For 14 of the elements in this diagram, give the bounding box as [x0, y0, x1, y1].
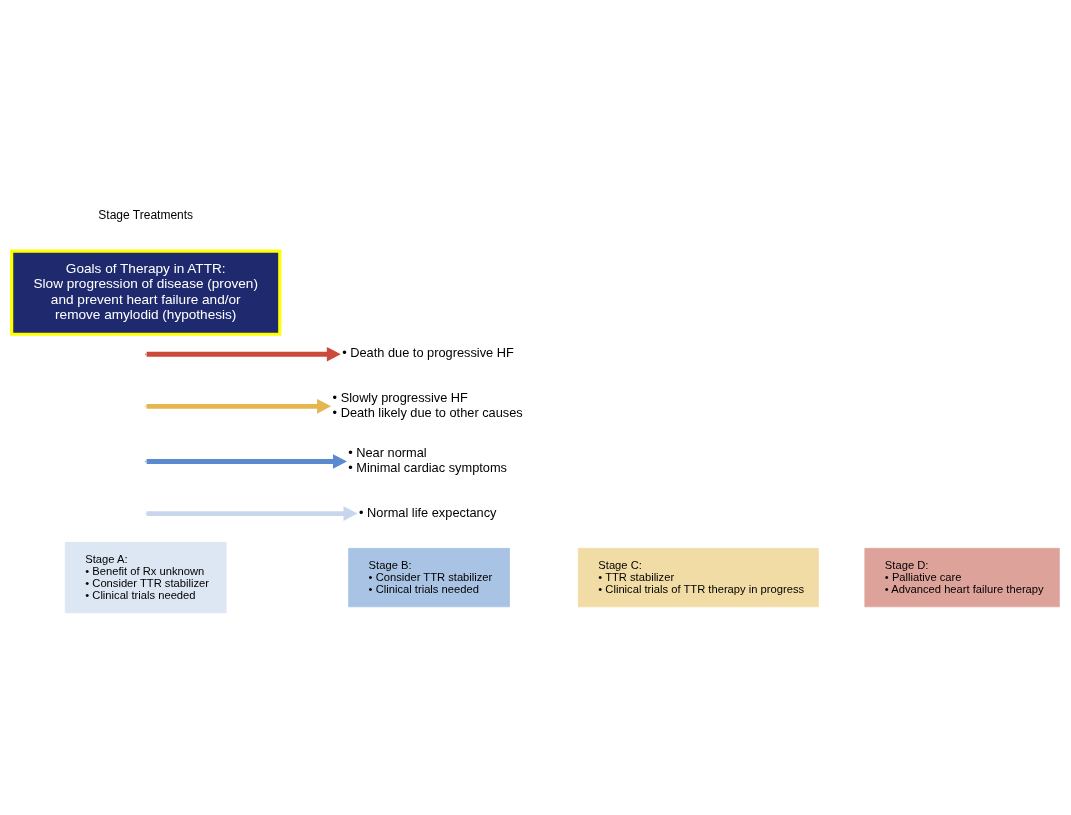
node-box: Goals of Therapy in ATTR: Slow progression of disease (proven) and prevent heart failure and/or remove amylodid (hypothesis)	[10, 249, 282, 336]
arrow	[146, 506, 358, 521]
node-box: Stage C: • TTR stabilizer • Clinical trials of TTR therapy in progress	[577, 547, 819, 608]
node-text: • Normal life expectancy	[359, 504, 497, 520]
node-text: • Death due to progressive HF	[342, 345, 514, 361]
node-text: • Near normal • Minimal cardiac symptoms	[348, 445, 508, 475]
arrow	[146, 454, 347, 469]
node-text: • Slowly progressive HF • Death likely due to other causes	[332, 390, 523, 420]
node-box: Stage A: • Benefit of Rx unknown • Consider TTR stabilizer • Clinical trials needed	[64, 541, 227, 614]
node-box: Stage D: • Palliative care • Advanced heart failure therapy	[864, 547, 1060, 608]
arrow	[146, 398, 332, 414]
label: Stage Treatments	[98, 208, 194, 223]
arrow	[146, 346, 341, 362]
node-box: Stage B: • Consider TTR stabilizer • Clinical trials needed	[348, 547, 510, 608]
